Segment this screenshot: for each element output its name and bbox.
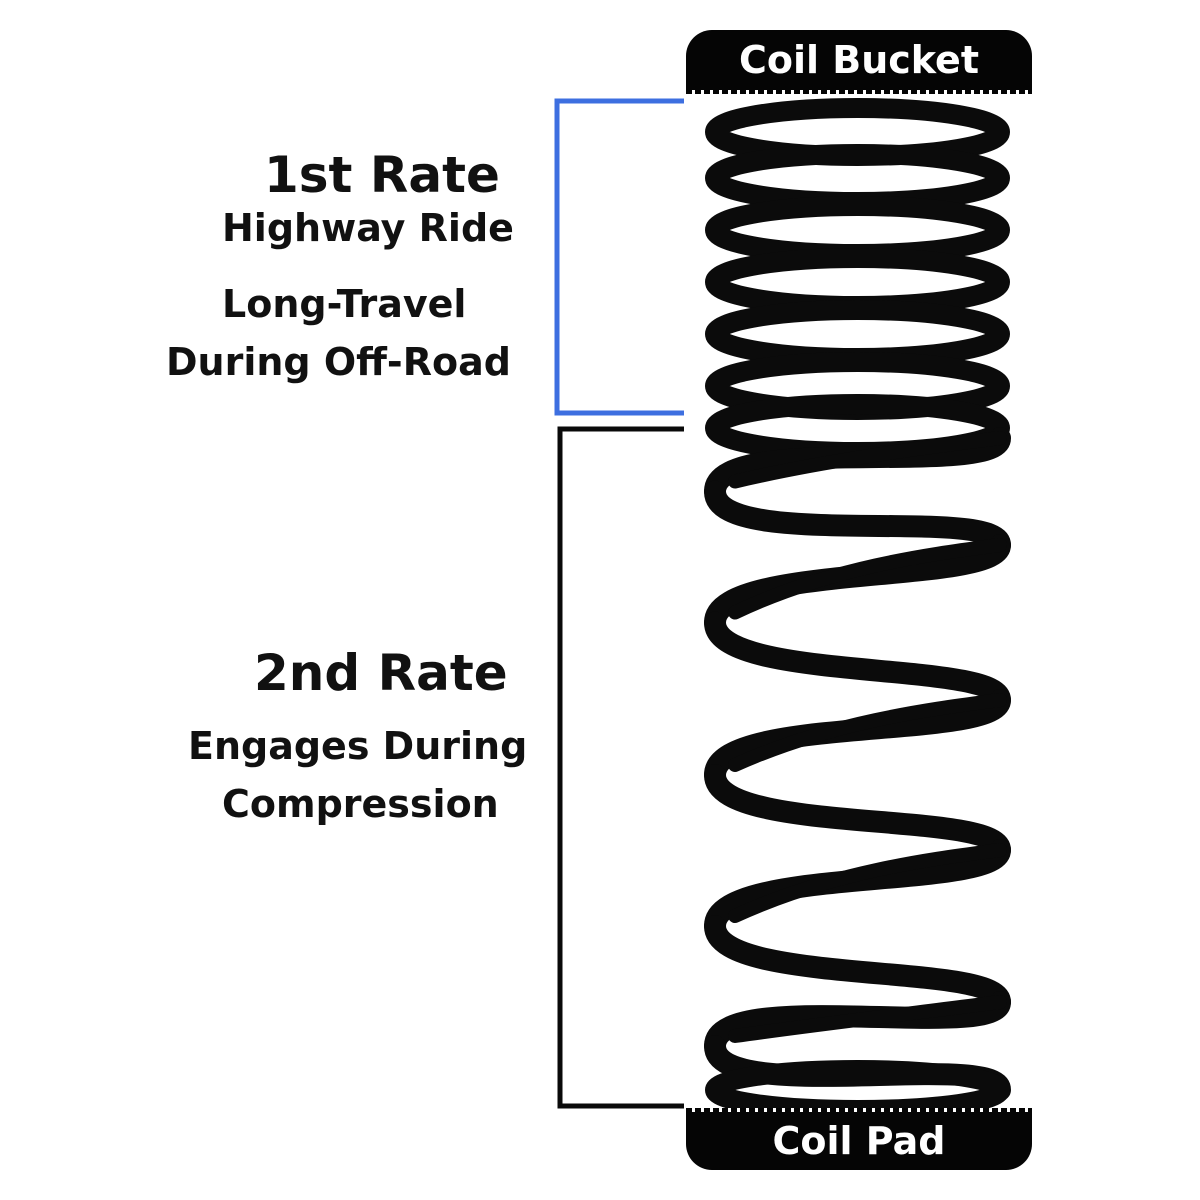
coil-bucket-cap: Coil Bucket (686, 30, 1032, 90)
spring-coil-back (728, 995, 1007, 1043)
second-rate-line-engages: Engages During (188, 724, 528, 768)
spring-coil-back (728, 693, 1007, 772)
spring-coil-front (704, 480, 1011, 556)
coil-pad-label: Coil Pad (772, 1119, 946, 1163)
spring-coil-front (704, 915, 1011, 1013)
spring-coil-back (728, 843, 1007, 923)
first-rate-line-offroad: During Off-Road (166, 340, 511, 384)
first-rate-bracket (554, 98, 684, 416)
second-rate-bracket (557, 426, 684, 1109)
spring-coil-front (704, 611, 1011, 711)
spring-coil-back (728, 538, 1007, 620)
first-rate-line-long-travel: Long-Travel (222, 282, 467, 326)
spring-coil-base (705, 1060, 1010, 1120)
coil-pad-cap: Coil Pad (686, 1112, 1032, 1170)
spring-coil-tight (705, 196, 1010, 264)
coil-bucket-edge (686, 90, 1032, 94)
first-rate-line-highway: Highway Ride (222, 206, 514, 250)
coil-bucket-label: Coil Bucket (738, 38, 979, 82)
coil-pad-edge (686, 1108, 1032, 1112)
spring-coil-back (728, 431, 1007, 489)
spring-coil-tight (705, 248, 1010, 316)
spring-coil-tight (705, 300, 1010, 368)
spring-coil-front (704, 764, 1011, 861)
spring-coil-tight (705, 144, 1010, 212)
first-rate-title: 1st Rate (264, 146, 500, 204)
second-rate-title: 2nd Rate (254, 644, 508, 702)
second-rate-line-compression: Compression (222, 782, 499, 826)
